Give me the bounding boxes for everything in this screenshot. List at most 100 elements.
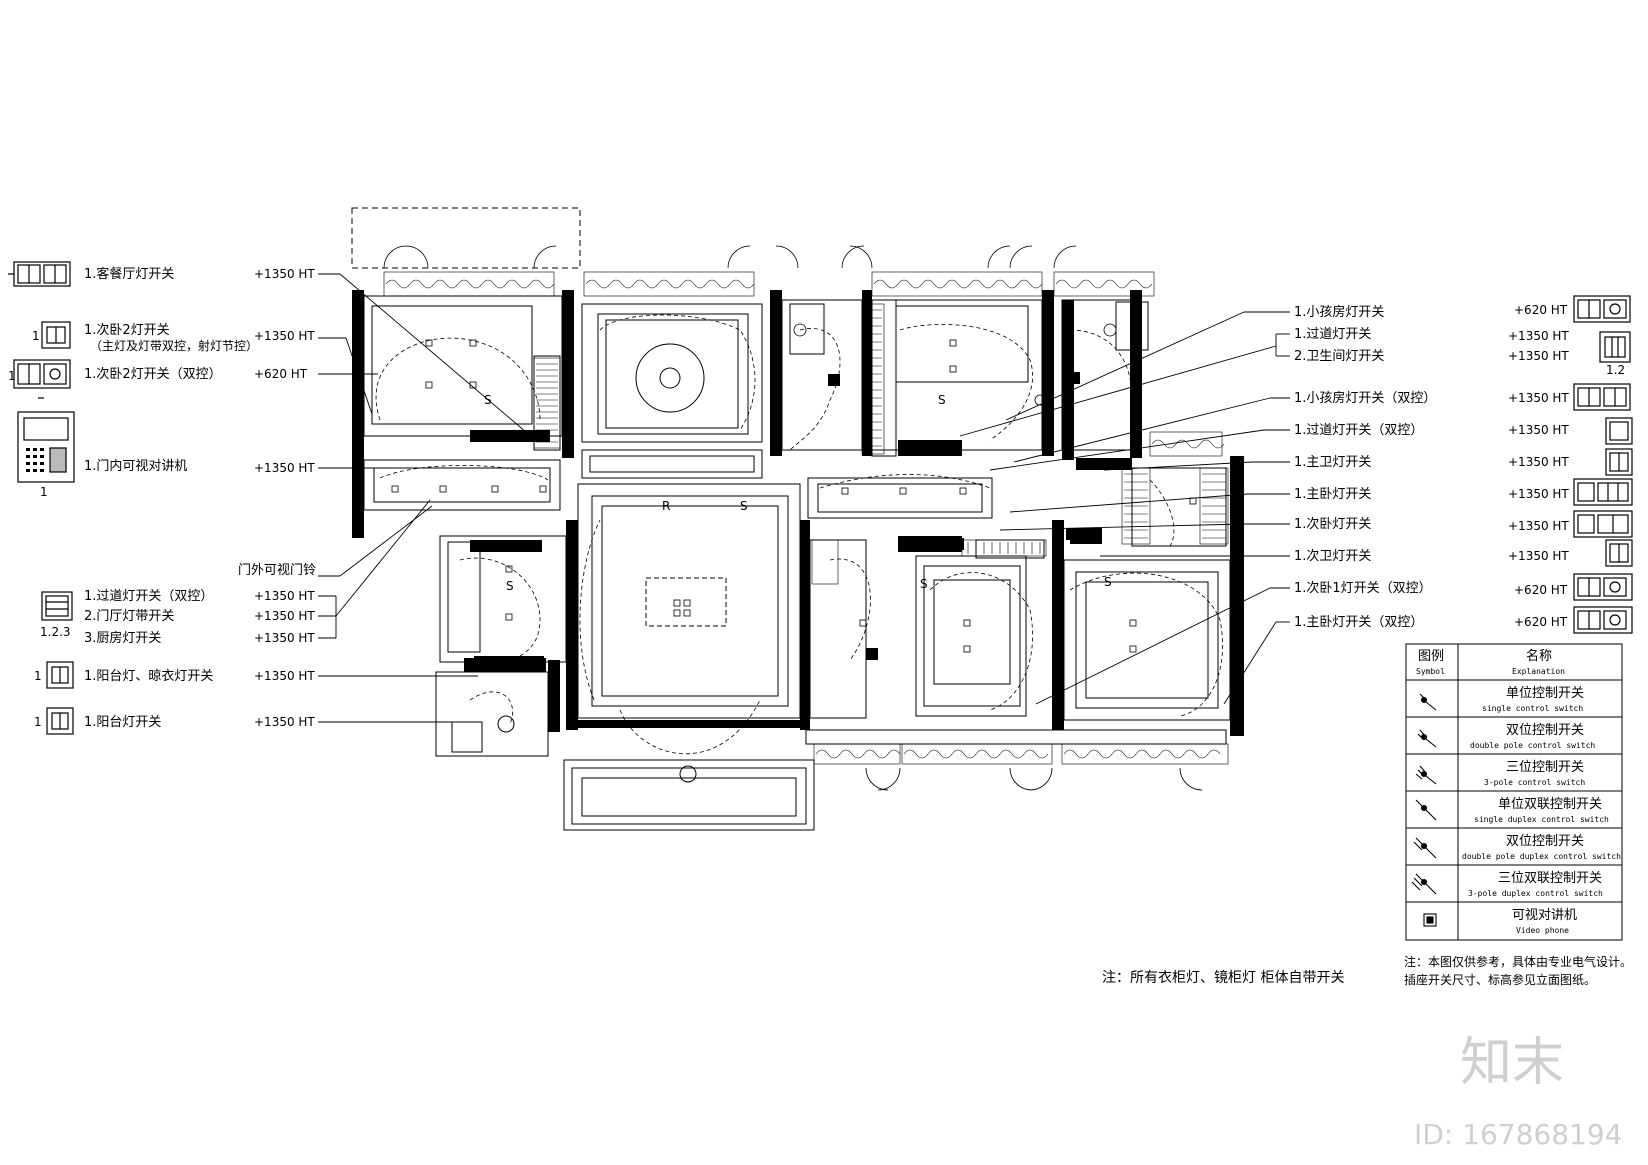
legend-row-en: single control switch [1482, 704, 1583, 713]
roof-projection-outline [351, 207, 581, 269]
label-bedroom2-switch: 1.次卧2灯开关 [84, 322, 170, 338]
label-bedroom2-dual: 1.次卧2灯开关（双控） [84, 366, 222, 382]
legend-table [1405, 643, 1623, 941]
symbol-number: 1.2.3 [40, 625, 71, 639]
light-fixtures [391, 323, 1197, 653]
label-corridor-dual: 1.过道灯开关（双控） [84, 589, 213, 604]
symbol-number: 1 [32, 329, 40, 343]
mark-s: S [506, 579, 514, 593]
switch-single-symbol [41, 321, 71, 349]
label-master-bath: 1.主卫灯开关 [1294, 455, 1371, 470]
switch-single-symbol-r3 [1605, 417, 1633, 445]
intercom-symbol [17, 397, 75, 483]
height-label: +620 HT [254, 367, 308, 381]
label-master-bedroom: 1.主卧灯开关 [1294, 487, 1371, 502]
triple-duplex-switch-icon [1411, 873, 1437, 895]
symbol-number: 1 [34, 715, 42, 729]
height-label: +1350 HT [1508, 349, 1569, 363]
legend-row-cn: 单位控制开关 [1506, 686, 1584, 701]
mark-s: S [740, 499, 748, 513]
symbol-number: 1 [34, 669, 42, 683]
legend-row-en: 3-pole duplex control switch [1468, 889, 1603, 898]
note-wardrobe-lights: 注：所有衣柜灯、镜柜灯 柜体自带开关 [1102, 970, 1344, 986]
left-annotations: 1.客餐厅灯开关 1.次卧2灯开关 （主灯及灯带双控，射灯节控） 1.次卧2灯开… [8, 266, 316, 730]
label-balcony-switch: 1.阳台灯开关 [84, 715, 161, 730]
label-kids-room-switch: 1.小孩房灯开关 [1294, 304, 1384, 320]
switch-triple-symbol-r6 [1573, 510, 1633, 538]
legend-header-name: 名称 [1526, 648, 1552, 664]
label-second-bath: 1.次卫灯开关 [1294, 548, 1371, 564]
legend-row-cn: 三位双联控制开关 [1498, 871, 1602, 886]
watermark: 知末 ID: 167868194 [1414, 1033, 1622, 1151]
height-label: +1350 HT [1508, 487, 1569, 501]
left-switch-symbols [8, 261, 75, 735]
label-outdoor-doorbell: 门外可视门铃 [238, 563, 316, 578]
height-label: +1350 HT [1508, 391, 1569, 405]
note-reference: 注：本图仅供参考，具体由专业电气设计。 [1404, 954, 1632, 969]
switch-double-symbol [13, 359, 71, 389]
symbol-number: 1.2 [1606, 363, 1625, 377]
legend-text: 图例 Symbol 名称 Explanation 单位控制开关 single c… [1416, 648, 1621, 935]
right-annotations: 1.小孩房灯开关 1.过道灯开关 2.卫生间灯开关 1.小孩房灯开关（双控） 1… [1294, 303, 1625, 630]
legend-row-cn: 单位双联控制开关 [1498, 797, 1602, 812]
legend-row-en: Video phone [1516, 926, 1569, 935]
label-second-bedroom: 1.次卧灯开关 [1294, 516, 1371, 532]
label-master-dual: 1.主卧灯开关（双控） [1294, 615, 1423, 630]
height-label: +1350 HT [1508, 329, 1569, 343]
label-corridor-switch: 1.过道灯开关 [1294, 327, 1371, 342]
label-corridor-dual: 1.过道灯开关（双控） [1294, 423, 1423, 438]
height-label: +1350 HT [254, 329, 315, 343]
height-label: +620 HT [1514, 583, 1568, 597]
symbol-number: 1 [40, 485, 48, 499]
height-label: +620 HT [1514, 615, 1568, 629]
legend-header-symbol: 图例 [1418, 649, 1444, 664]
label-balcony-drying: 1.阳台灯、晾衣灯开关 [84, 668, 213, 684]
black-blocks [352, 372, 1102, 668]
switch-double-symbol-r2 [1573, 383, 1631, 411]
height-label: +1350 HT [1508, 549, 1569, 563]
label-living-dining-switch: 1.客餐厅灯开关 [84, 266, 174, 282]
height-label: +1350 HT [254, 589, 315, 603]
switch-single-symbol-r1 [1599, 331, 1631, 363]
height-label: +1350 HT [254, 631, 315, 645]
height-label: +620 HT [1514, 303, 1568, 317]
height-label: +1350 HT [254, 267, 315, 281]
height-label: +1350 HT [254, 669, 315, 683]
height-label: +1350 HT [254, 609, 315, 623]
label-kids-room-dual: 1.小孩房灯开关（双控） [1294, 390, 1436, 406]
wardrobes [533, 303, 1229, 585]
height-label: +1350 HT [1508, 423, 1569, 437]
note-dimensions: 插座开关尺寸、标高参见立面图纸。 [1404, 972, 1596, 987]
switch-3gang-symbol [8, 261, 71, 287]
rooms [363, 295, 1231, 831]
switch-double-socket-symbol [1573, 295, 1631, 323]
single-duplex-switch-icon [1415, 799, 1437, 821]
legend-row-cn: 可视对讲机 [1512, 908, 1577, 923]
label-kitchen-switch: 3.厨房灯开关 [84, 630, 161, 646]
circuit-lines [375, 314, 1223, 755]
notes: 注：所有衣柜灯、镜柜灯 柜体自带开关 注：本图仅供参考，具体由专业电气设计。 插… [1102, 954, 1632, 987]
switch-single-symbol-2 [46, 661, 74, 689]
switch-single-symbol-r7 [1605, 539, 1633, 567]
mark-s: S [938, 393, 946, 407]
door-swings [383, 245, 1203, 791]
label-foyer-strip: 2.门厅灯带开关 [84, 609, 174, 624]
double-switch-icon [1417, 729, 1437, 748]
legend-row-cn: 双位控制开关 [1506, 834, 1584, 849]
switch-socket-symbol-r8 [1573, 573, 1633, 601]
legend-symbols [1411, 693, 1437, 927]
label-bedroom2-note: （主灯及灯带双控，射灯节控） [90, 338, 258, 353]
height-label: +1350 HT [1508, 455, 1569, 469]
legend-row-en: double pole control switch [1470, 741, 1595, 750]
legend-row-en: double pole duplex control switch [1462, 852, 1621, 861]
height-label: +1350 HT [254, 715, 315, 729]
right-switch-symbols [1573, 295, 1633, 634]
mark-s: S [920, 577, 928, 591]
watermark-id: ID: 167868194 [1414, 1118, 1622, 1151]
switch-socket-symbol-r9 [1573, 606, 1633, 634]
legend-row-en: 3-pole control switch [1484, 778, 1585, 787]
label-bathroom-switch: 2.卫生间灯开关 [1294, 349, 1384, 364]
hatch-bands [383, 271, 1229, 765]
symbol-number: 1 [8, 369, 16, 383]
